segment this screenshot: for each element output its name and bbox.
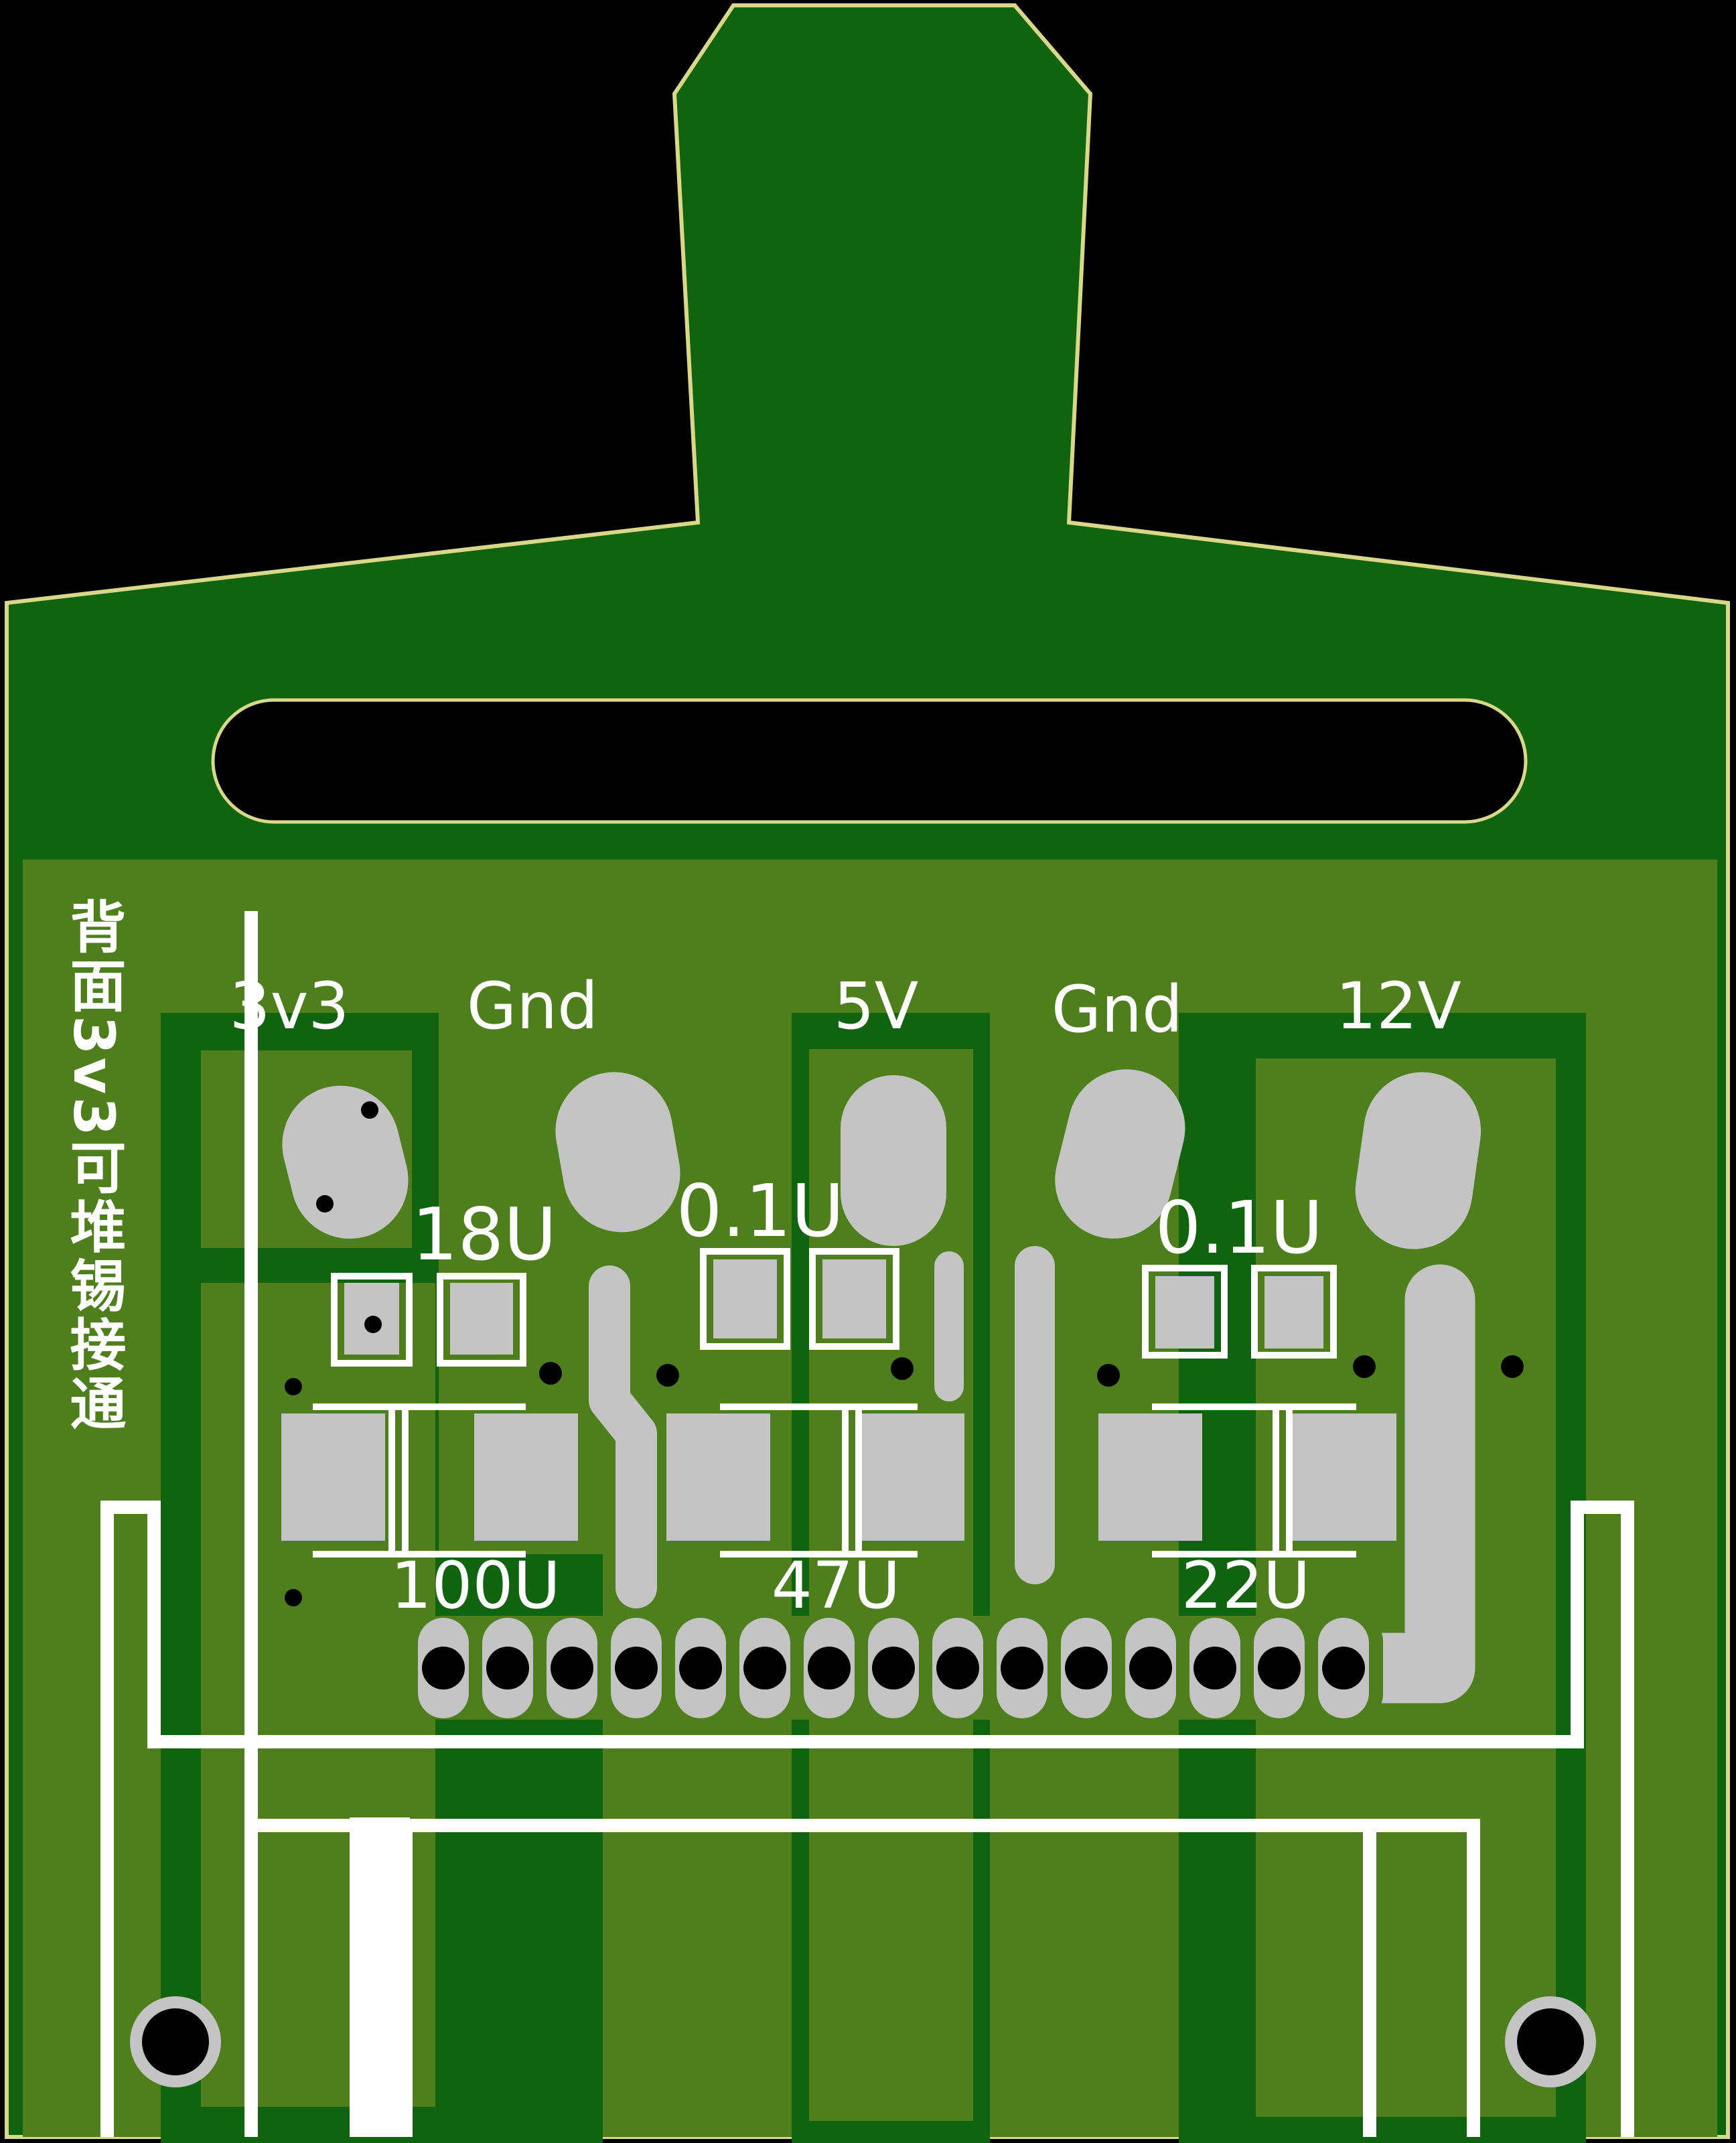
label-cap-0-1u-a: 0.1U xyxy=(676,1170,845,1253)
label-12v: 12V xyxy=(1335,969,1461,1044)
label-cap-18u: 18U xyxy=(412,1193,557,1277)
pad-12v xyxy=(1355,1072,1481,1249)
label-5v: 5V xyxy=(834,969,919,1044)
connector-pads xyxy=(282,1069,1481,1249)
smd-pads xyxy=(281,1259,1396,1541)
lower-connector-bar xyxy=(350,1817,410,2137)
label-gnd-2: Gnd xyxy=(1052,972,1183,1047)
connector-outline xyxy=(100,1501,1634,2137)
mounting-holes xyxy=(130,1996,1596,2087)
cap-outlines xyxy=(313,1248,1356,1558)
pad-5v xyxy=(841,1075,946,1246)
label-cap-22u: 22U xyxy=(1181,1548,1310,1623)
board-slot xyxy=(211,698,1528,824)
pad-3v3 xyxy=(282,1085,409,1239)
label-cap-47u: 47U xyxy=(772,1548,900,1623)
label-3v3: 3v3 xyxy=(230,969,350,1044)
pad-gnd-2 xyxy=(1055,1069,1185,1239)
label-gnd-1: Gnd xyxy=(467,969,598,1044)
label-cap-0-1u-b: 0.1U xyxy=(1155,1186,1323,1270)
label-cap-100u: 100U xyxy=(390,1548,561,1623)
vias xyxy=(285,1101,1524,1606)
pin-header-row xyxy=(415,1616,1383,1720)
pad-gnd-1 xyxy=(555,1072,680,1233)
side-note: 背面3v3可堆锡接通 xyxy=(61,898,127,1434)
